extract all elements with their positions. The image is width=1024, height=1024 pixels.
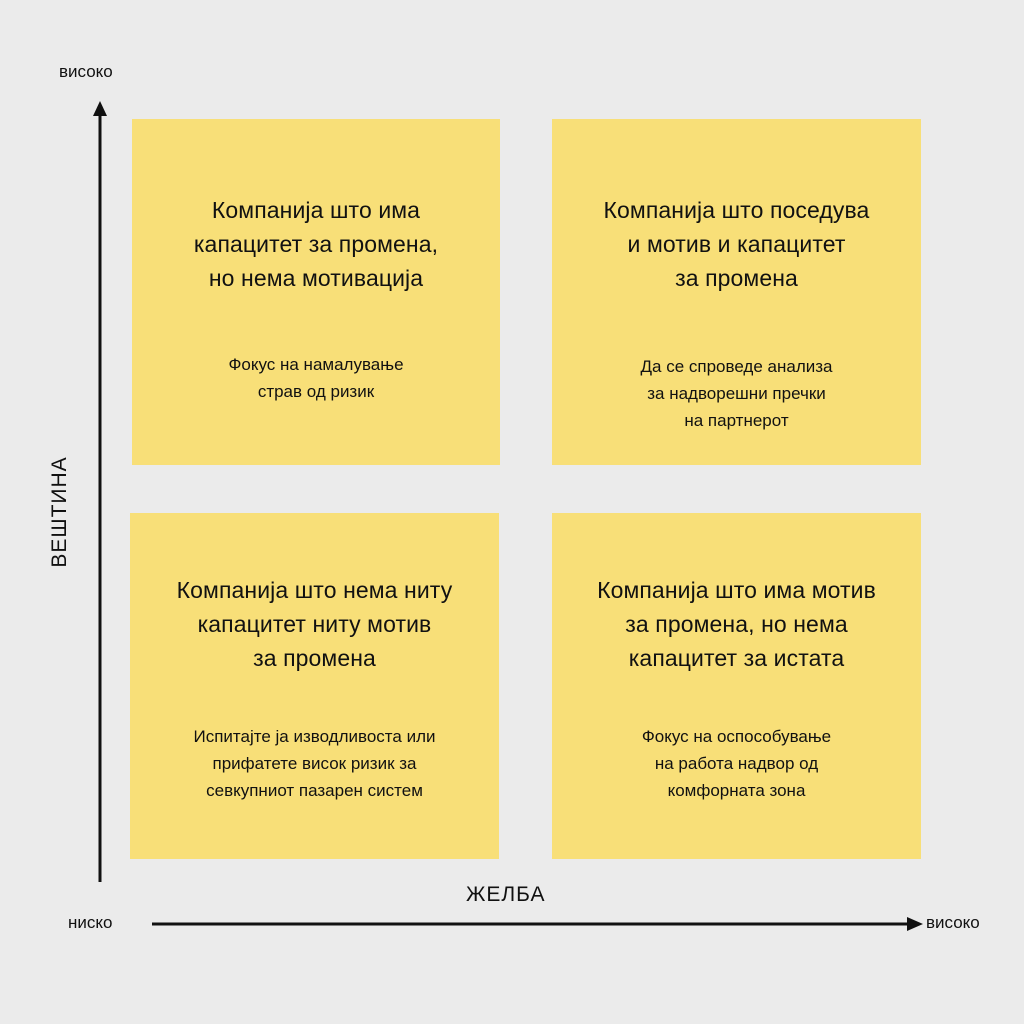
quadrant-description: Фокус на оспособување на работа надвор о… (641, 727, 832, 800)
y-axis-title: ВЕШТИНА (48, 456, 71, 568)
y-axis-high-label: високо (59, 62, 113, 81)
quadrant-top-left: Компанија што има капацитет за промена, … (132, 119, 500, 465)
x-axis-low-label: ниско (68, 913, 113, 932)
quadrant-description: Да се спроведе анализа за надворешни пре… (640, 357, 833, 430)
quadrant-description: Испитајте ја изводливоста или прифатете … (193, 727, 436, 800)
quadrant-top-right: Компанија што поседува и мотив и капацит… (552, 119, 921, 465)
x-axis-title: ЖЕЛБА (466, 883, 546, 906)
x-axis-high-label: високо (926, 913, 980, 932)
quadrant-title: Компанија што има капацитет за промена, … (193, 197, 439, 291)
quadrant-bottom-left: Компанија што нема ниту капацитет ниту м… (130, 513, 499, 859)
quadrant-description: Фокус на намалување страв од ризик (228, 355, 404, 401)
quadrant-title: Компанија што поседува и мотив и капацит… (603, 197, 870, 291)
x-axis-arrowhead (907, 917, 923, 931)
quadrant-bottom-right: Компанија што има мотив за промена, но н… (552, 513, 921, 859)
y-axis-arrowhead (93, 101, 107, 116)
quadrant-title: Компанија што има мотив за промена, но н… (597, 577, 876, 671)
quadrant-title: Компанија што нема ниту капацитет ниту м… (176, 577, 453, 671)
